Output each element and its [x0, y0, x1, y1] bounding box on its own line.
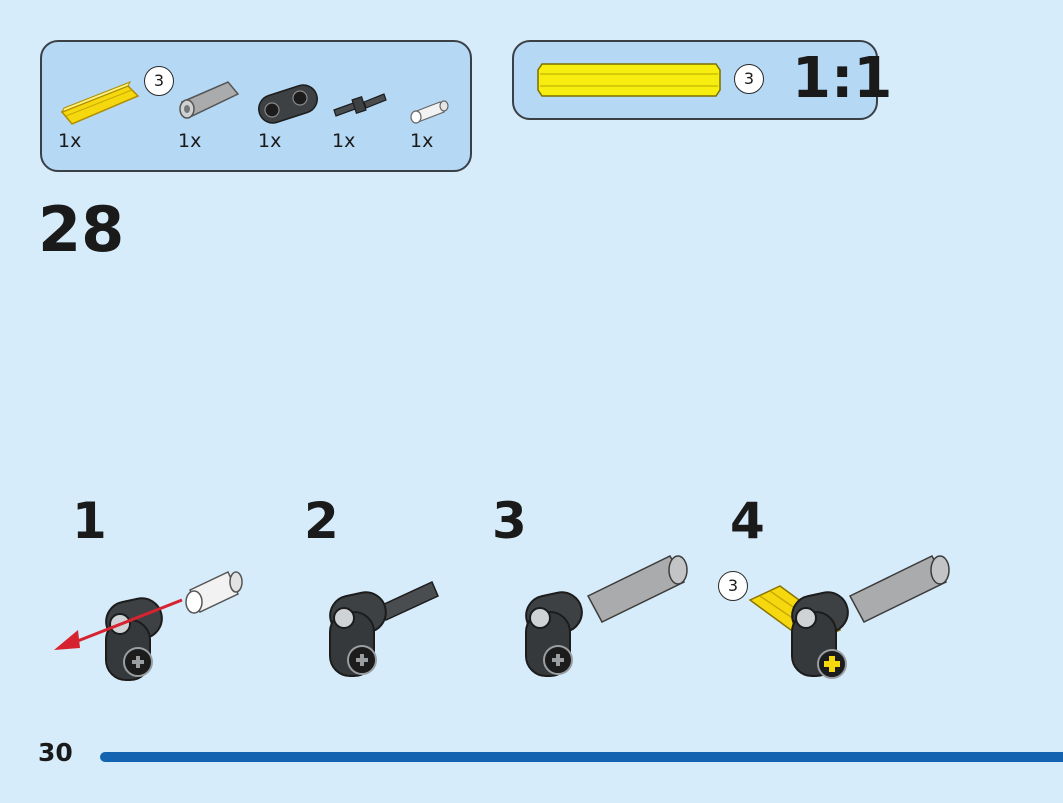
axle-scale-reference [537, 63, 721, 97]
axle-length-badge: 3 [144, 66, 174, 96]
part-quantity: 1x [332, 130, 356, 152]
part-quantity: 1x [258, 130, 282, 152]
yellow-axle-part [60, 81, 140, 125]
substep-2-illustration [329, 580, 439, 677]
light-grey-connector-part [179, 81, 240, 119]
part-quantity: 1x [410, 130, 434, 152]
parts-list-panel: 3 1x 1x 1x 1x 1x [40, 40, 472, 172]
dark-grey-beam [105, 597, 163, 681]
insert-direction-arrow [54, 598, 183, 650]
substep-1-illustration [54, 570, 243, 681]
axle-length-badge: 3 [734, 64, 764, 94]
step-number: 28 [38, 193, 125, 266]
page-number: 30 [38, 738, 73, 767]
substep-number-1: 1 [72, 492, 107, 550]
white-pin [185, 570, 243, 614]
dark-grey-beam [525, 591, 583, 677]
white-pin-part [410, 100, 449, 124]
substep-number-3: 3 [492, 492, 527, 550]
scale-reference-panel: 3 [512, 40, 878, 120]
axle-length-badge: 3 [718, 571, 748, 601]
scale-label: 1:1 [792, 46, 893, 111]
dark-grey-beam [329, 591, 387, 677]
dark-grey-axle-pin [379, 580, 439, 622]
part-quantity: 1x [58, 130, 82, 152]
substep-number-4: 4 [730, 492, 765, 550]
footer-progress-bar [100, 752, 1063, 762]
light-grey-connector [586, 555, 688, 623]
substep-4-illustration [748, 555, 950, 679]
dark-grey-axle-pin-part [333, 93, 387, 117]
light-grey-connector [848, 555, 950, 623]
dark-grey-beam-part [258, 84, 318, 124]
part-quantity: 1x [178, 130, 202, 152]
dark-grey-beam [791, 591, 849, 679]
substep-number-2: 2 [304, 492, 339, 550]
substep-3-illustration [525, 555, 688, 677]
